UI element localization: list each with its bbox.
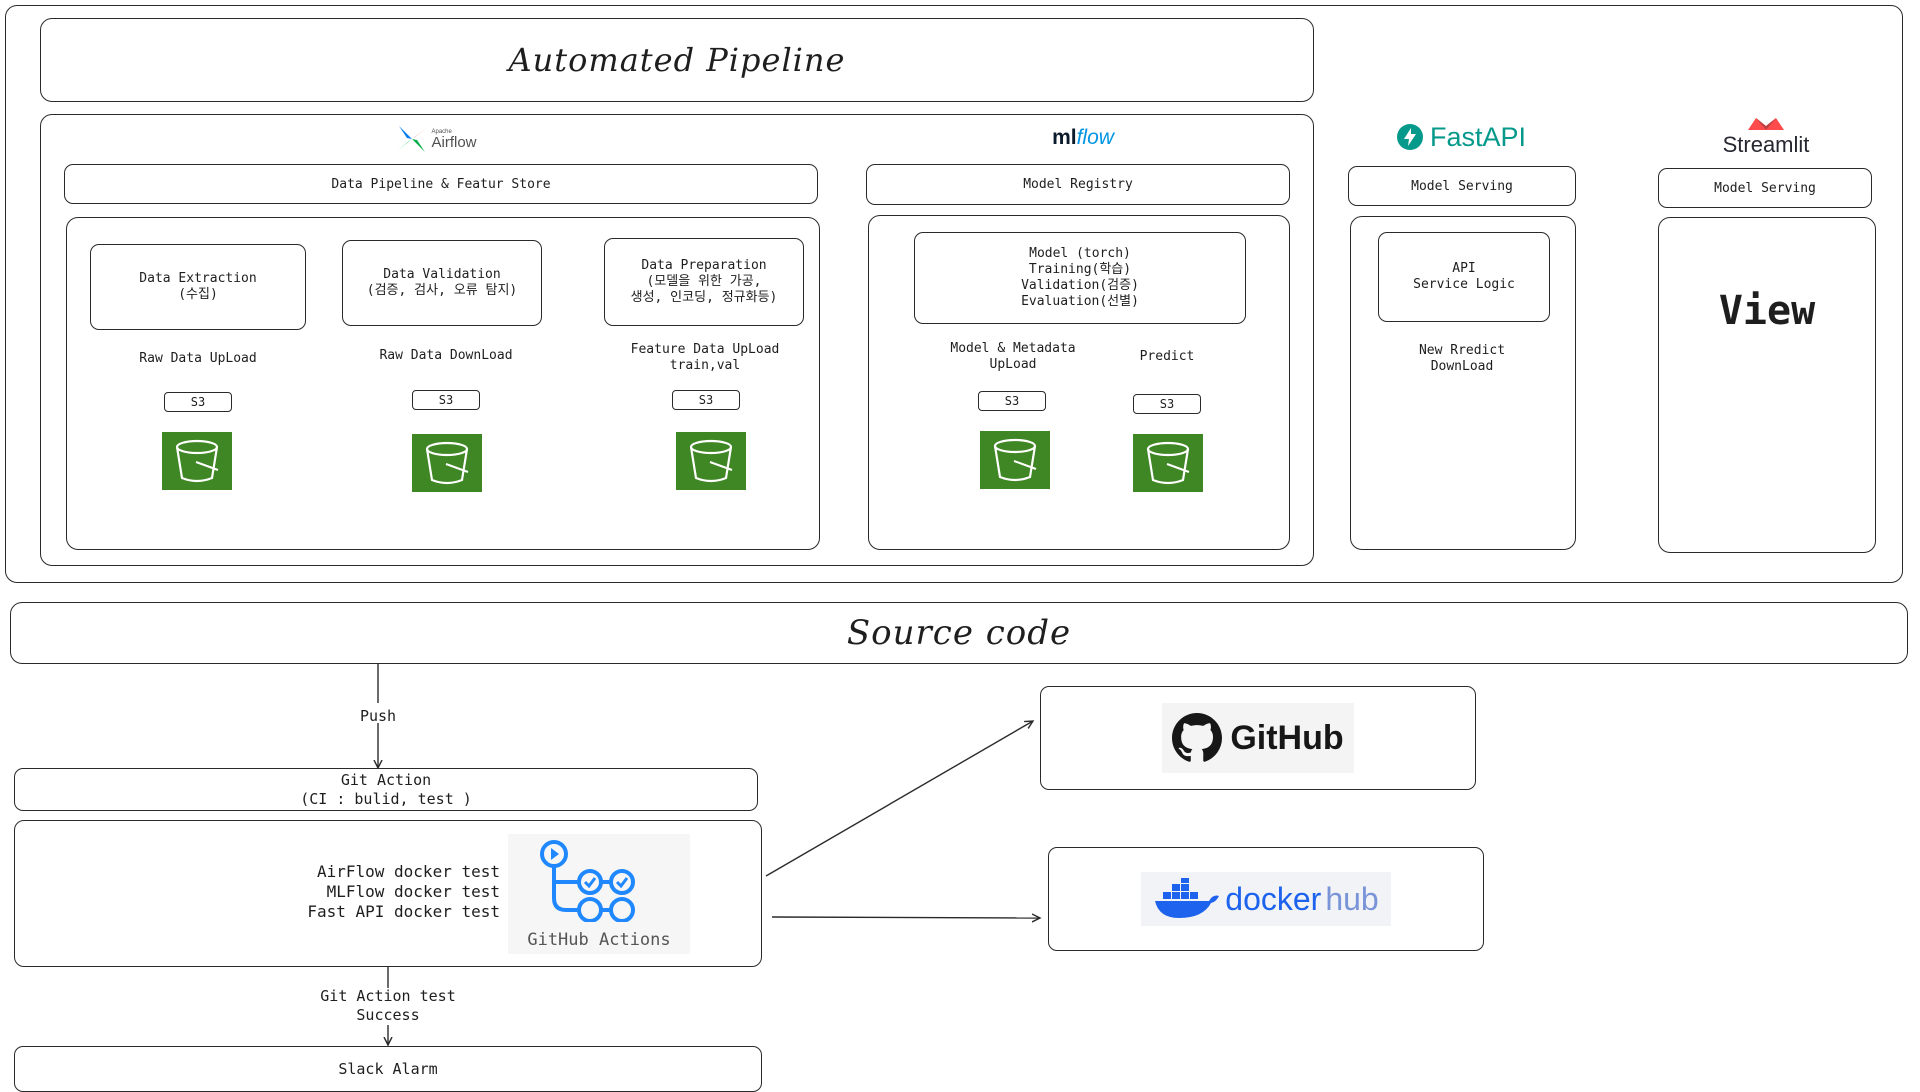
docker-whale-icon — [1155, 878, 1220, 918]
airflow-apache-text: Apache — [431, 128, 452, 135]
slack-alarm-box: Slack Alarm — [14, 1046, 762, 1092]
pipeline-title-box: Automated Pipeline — [40, 18, 1314, 102]
mlflow-logo: ml flow — [1038, 122, 1128, 154]
data-pipeline-header-label: Data Pipeline & Featur Store — [331, 176, 551, 192]
github-logo: GitHub — [1162, 703, 1354, 773]
data-validation-node: Data Validation (검증, 검사, 오류 탐지) — [342, 240, 542, 326]
dockerhub-docker-text: docker — [1225, 880, 1322, 917]
feature-upload-label: Feature Data UpLoad train,val — [630, 342, 780, 374]
s3-bucket-icon — [162, 432, 232, 490]
data-preparation-label: Data Preparation (모델을 위한 가공, 생성, 인코딩, 정규… — [630, 257, 778, 306]
git-action-success-label: Git Action test Success — [320, 987, 456, 1024]
predict-label: Predict — [1139, 349, 1195, 364]
dockerhub-logo: docker hub — [1141, 872, 1391, 926]
github-actions-text: GitHub Actions — [527, 930, 671, 950]
mlflow-ml-text: ml — [1052, 126, 1077, 149]
s3-bucket-icon — [980, 431, 1050, 489]
fastapi-serving-header: Model Serving — [1348, 166, 1576, 206]
model-training-label: Model (torch) Training(학습) Validation(검증… — [1021, 245, 1139, 310]
streamlit-text: Streamlit — [1722, 132, 1810, 157]
streamlit-logo: Streamlit — [1710, 114, 1822, 160]
slack-alarm-label: Slack Alarm — [338, 1060, 438, 1078]
data-preparation-node: Data Preparation (모델을 위한 가공, 생성, 인코딩, 정규… — [604, 238, 804, 326]
airflow-icon — [397, 126, 428, 152]
data-extraction-node: Data Extraction (수집) — [90, 244, 306, 330]
streamlit-serving-header: Model Serving — [1658, 168, 1872, 208]
model-upload-label: Model & Metadata UpLoad — [950, 341, 1076, 373]
model-training-node: Model (torch) Training(학습) Validation(검증… — [914, 232, 1246, 324]
github-actions-icon — [540, 840, 635, 922]
airflow-text: Airflow — [431, 133, 477, 151]
github-octocat-icon — [1172, 713, 1223, 762]
fastapi-serving-header-label: Model Serving — [1411, 178, 1513, 194]
s3-tag-feature: S3 — [672, 390, 740, 410]
s3-tag-validation: S3 — [412, 390, 480, 410]
model-registry-header: Model Registry — [866, 164, 1290, 205]
s3-bucket-icon — [676, 432, 746, 490]
github-box: GitHub — [1040, 686, 1476, 790]
s3-tag-model: S3 — [978, 391, 1046, 411]
new-predict-label: New Rredict DownLoad — [1418, 343, 1506, 375]
raw-download-label: Raw Data DownLoad — [379, 348, 513, 363]
mlflow-flow-text: flow — [1076, 126, 1114, 149]
data-validation-label: Data Validation (검증, 검사, 오류 탐지) — [366, 266, 518, 298]
streamlit-icon — [1748, 118, 1784, 130]
s3-bucket-icon — [1133, 434, 1203, 492]
fastapi-icon — [1396, 124, 1423, 150]
api-service-label: API Service Logic — [1413, 260, 1515, 292]
git-action-header: Git Action (CI : bulid, test ) — [14, 768, 758, 811]
api-service-node: API Service Logic — [1378, 232, 1550, 322]
dockerhub-hub-text: hub — [1325, 880, 1379, 917]
streamlit-serving-header-label: Model Serving — [1714, 180, 1816, 196]
data-extraction-label: Data Extraction (수집) — [139, 270, 257, 302]
github-text: GitHub — [1230, 718, 1344, 757]
raw-upload-label: Raw Data UpLoad — [139, 351, 257, 366]
pipeline-title: Automated Pipeline — [508, 41, 846, 79]
ci-tests-list: AirFlow docker test MLFlow docker test F… — [307, 862, 500, 921]
view-node: View — [1658, 217, 1876, 553]
view-label: View — [1718, 288, 1816, 334]
source-code-box: Source code — [10, 602, 1908, 664]
s3-tag-raw: S3 — [164, 392, 232, 412]
source-code-label: Source code — [846, 613, 1072, 653]
push-label: Push — [359, 707, 397, 725]
airflow-logo: Apache Airflow — [386, 122, 486, 156]
fastapi-logo: FastAPI — [1382, 120, 1540, 154]
fastapi-text: FastAPI — [1429, 121, 1527, 152]
model-registry-header-label: Model Registry — [1023, 177, 1133, 192]
s3-tag-predict: S3 — [1133, 394, 1201, 414]
github-actions-logo: GitHub Actions — [508, 834, 690, 954]
git-action-label: Git Action (CI : bulid, test ) — [300, 770, 472, 808]
s3-bucket-icon — [412, 434, 482, 492]
dockerhub-box: docker hub — [1048, 847, 1484, 951]
data-pipeline-header: Data Pipeline & Featur Store — [64, 164, 818, 204]
